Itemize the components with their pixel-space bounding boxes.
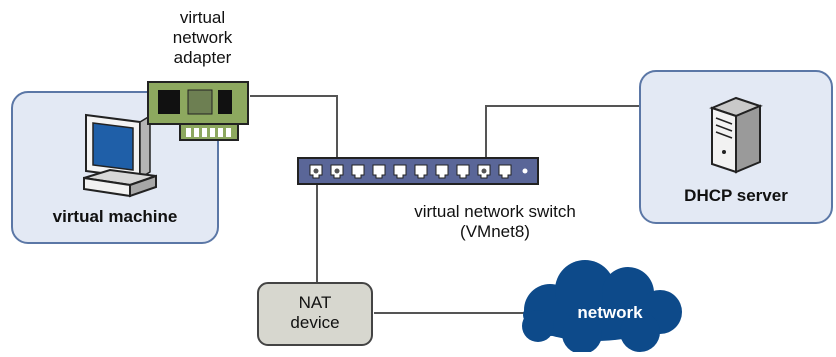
- nat-device-box: [257, 282, 373, 346]
- network-switch-icon: [297, 157, 539, 185]
- network-adapter-icon: [147, 81, 249, 141]
- adapter-label: virtual network adapter: [172, 8, 233, 67]
- wire-adapter-to-switch: [250, 95, 338, 168]
- computer-monitor-icon: [83, 113, 157, 198]
- nat-device-label: NAT device: [290, 293, 340, 332]
- connection-lines: [250, 95, 640, 314]
- virtual-machine-label: virtual machine: [52, 207, 178, 226]
- switch-label: virtual network switch (VMnet8): [414, 202, 576, 241]
- network-label: network: [577, 303, 643, 322]
- server-tower-icon: [709, 96, 763, 174]
- cloud-icon: [522, 260, 682, 354]
- wire-switch-to-dhcp: [485, 105, 640, 168]
- dhcp-server-label: DHCP server: [684, 186, 788, 205]
